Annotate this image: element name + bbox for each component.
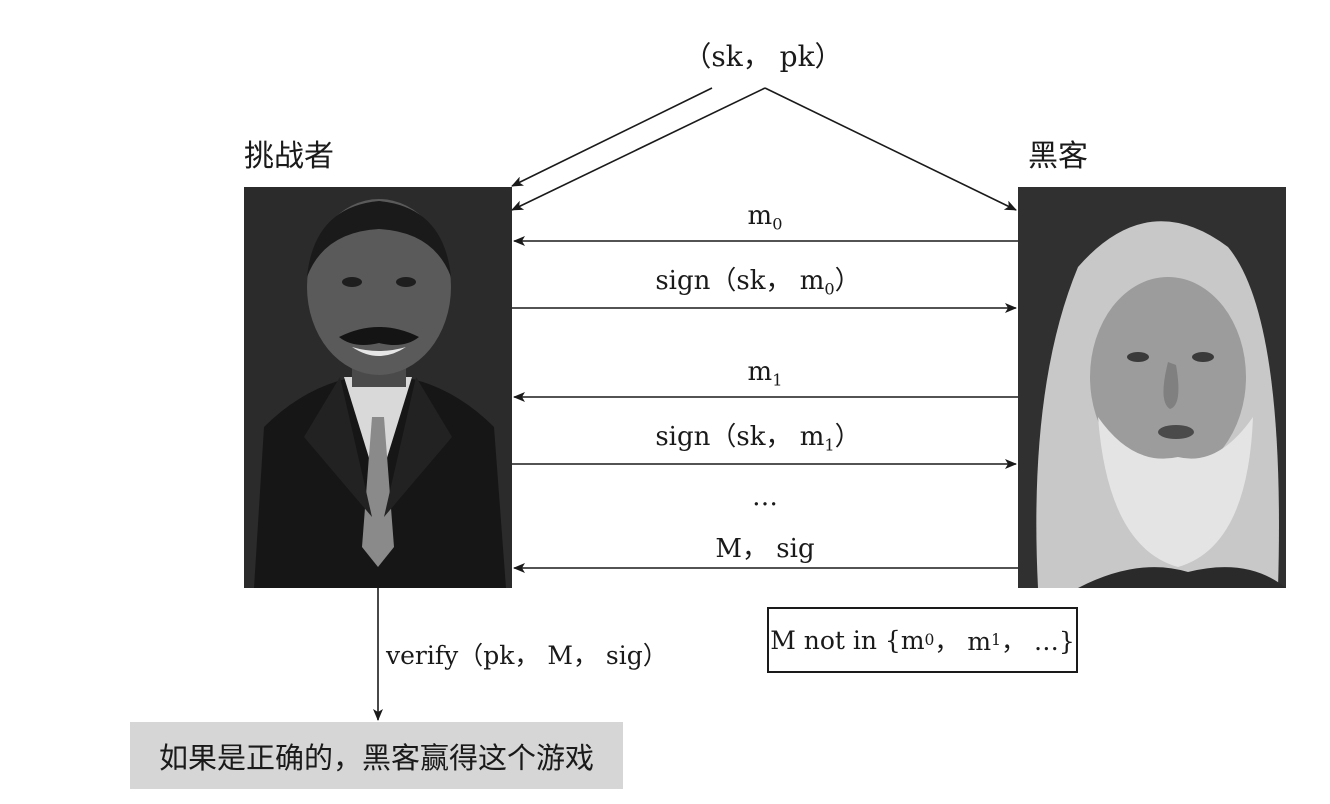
- msg-sign-m0: sign（sk， m0）: [655, 266, 861, 297]
- verify-label: verify（pk， M， sig）: [386, 641, 668, 670]
- key-arrow-to-hacker: [764, 87, 1017, 211]
- hacker-photo: [1018, 187, 1286, 588]
- result-box: 如果是正确的，黑客赢得这个游戏: [130, 722, 623, 789]
- msg-sign-m1-sub: 1: [824, 435, 835, 455]
- note-mid: ， m: [934, 627, 992, 656]
- msg-final: M， sig: [715, 534, 815, 564]
- msg-m0: m0: [747, 201, 783, 232]
- msg-sign-m0-sub: 0: [824, 279, 835, 299]
- msg-sign-m1: sign（sk， m1）: [655, 422, 861, 453]
- msg-sign-m0-suffix: ）: [834, 266, 861, 296]
- msg-sign-m1-prefix: sign（sk， m: [655, 422, 825, 452]
- challenger-photo: [244, 187, 512, 588]
- msg-sign-m0-prefix: sign（sk， m: [655, 266, 825, 296]
- msg-m1-sub: 1: [772, 370, 783, 390]
- note-suffix: ， …}: [1000, 627, 1075, 656]
- note-prefix: M not in {m: [770, 625, 925, 655]
- msg-ellipsis: …: [752, 482, 778, 512]
- msg-sign-m1-suffix: ）: [834, 422, 861, 452]
- hacker-label: 黑客: [1028, 139, 1088, 174]
- msg-m1: m1: [747, 357, 783, 388]
- challenger-label: 挑战者: [244, 139, 334, 174]
- key-arrow-to-challenger-1: [511, 87, 713, 187]
- key-arrow-to-challenger-2: [511, 87, 766, 211]
- msg-m0-sub: 0: [772, 214, 783, 234]
- keys-label: （sk， pk）: [683, 40, 843, 73]
- msg-m0-base: m: [747, 201, 773, 231]
- msg-m1-base: m: [747, 357, 773, 387]
